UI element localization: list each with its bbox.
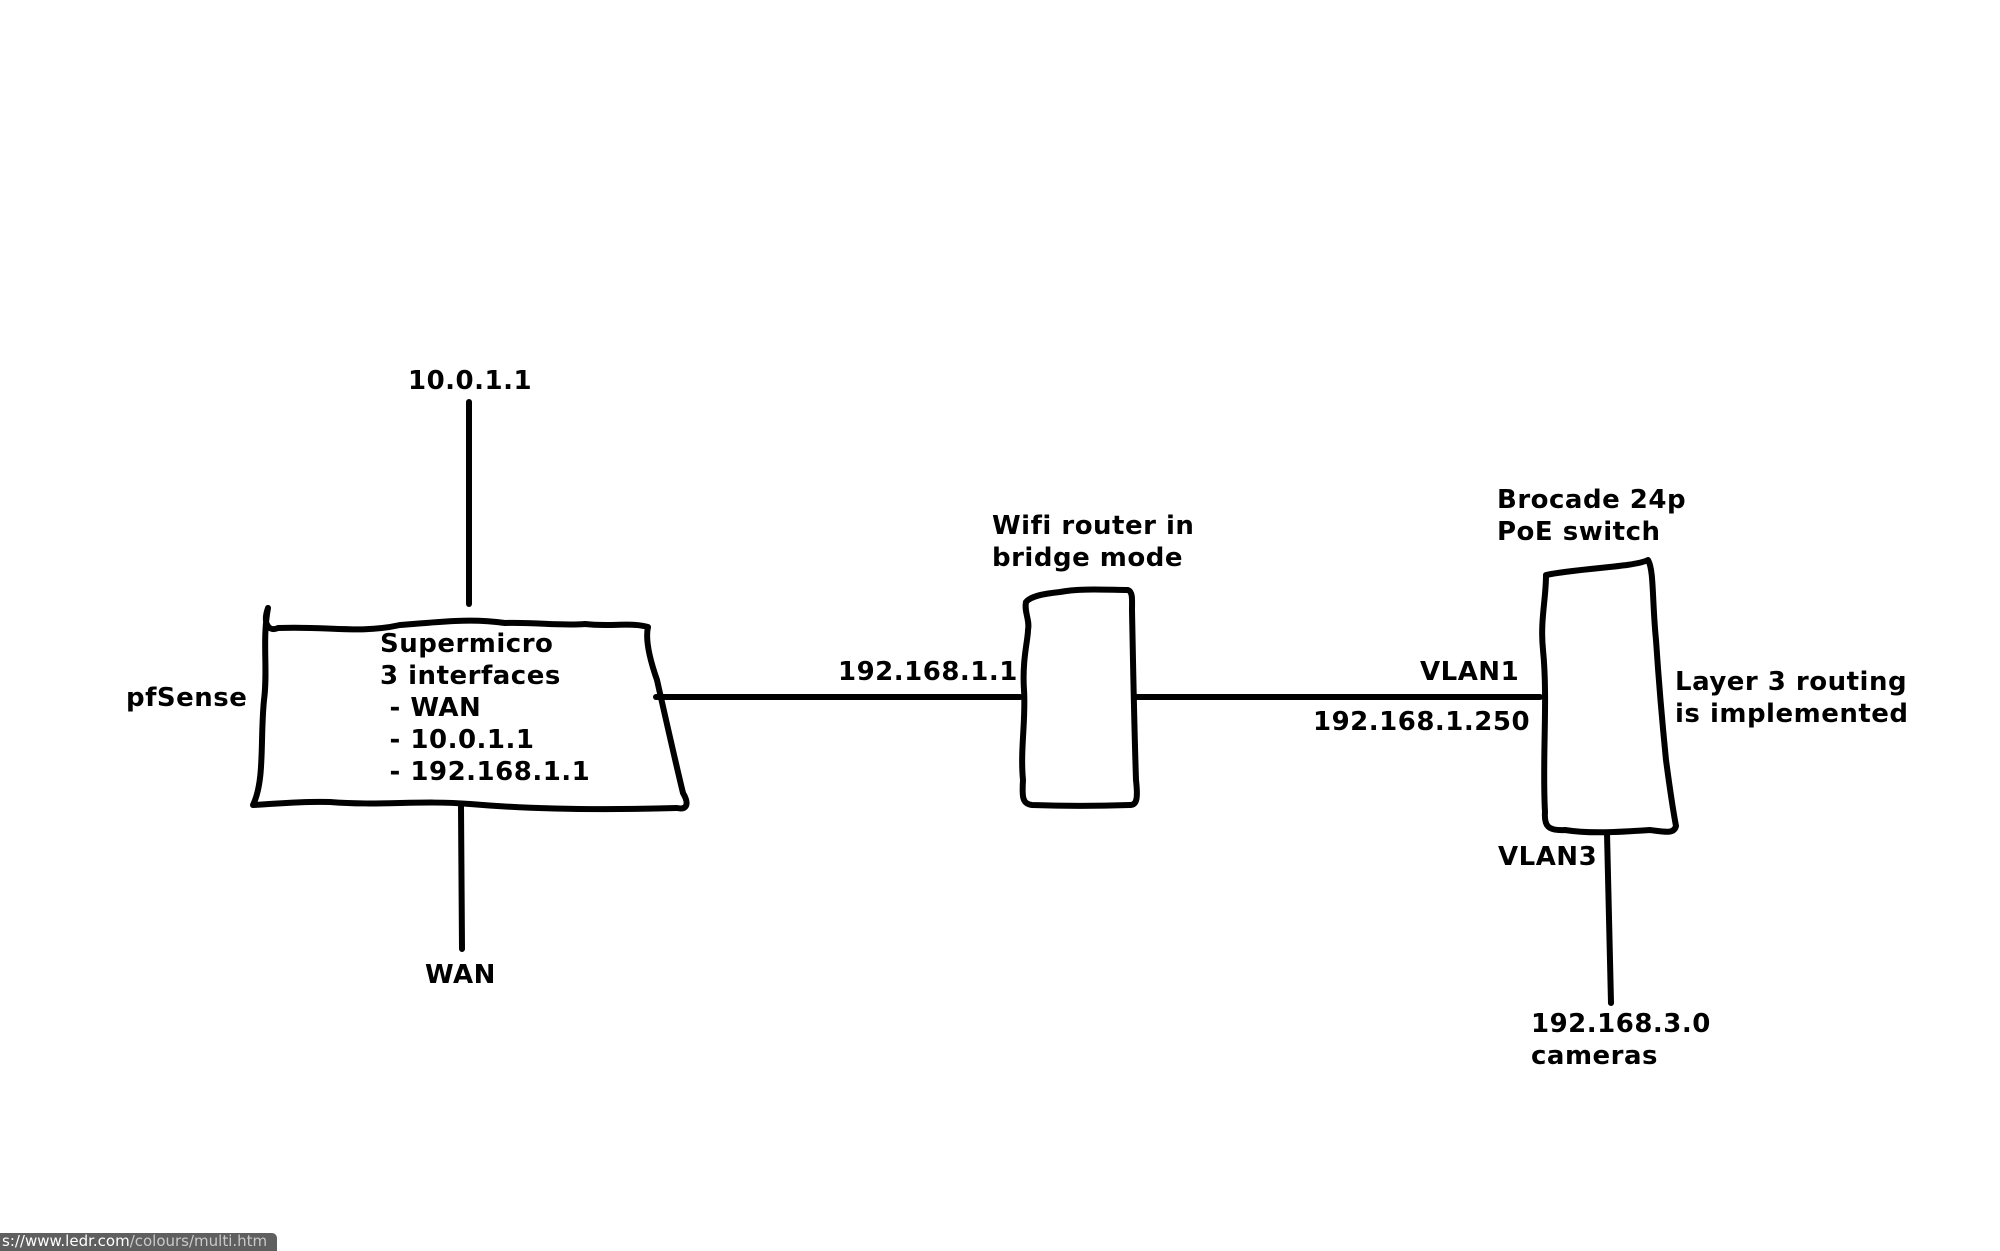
top-ip-label: 10.0.1.1 xyxy=(408,366,533,396)
status-url-prefix: s://www.ledr.com xyxy=(2,1232,130,1250)
wifi-router-label: Wifi router in bridge mode xyxy=(992,511,1195,573)
status-bar-url: s://www.ledr.com/colours/multi.htm xyxy=(0,1232,278,1251)
vlan1-label: VLAN1 xyxy=(1420,657,1520,687)
brocade-label: Brocade 24p PoE switch xyxy=(1497,485,1687,547)
supermicro-label: Supermicro 3 interfaces - WAN - 10.0.1.1… xyxy=(380,629,591,787)
wan-label: WAN xyxy=(425,960,496,990)
cameras-label: 192.168.3.0 cameras xyxy=(1531,1009,1711,1071)
link-ip-label: 192.168.1.1 xyxy=(838,657,1018,687)
pfsense-label: pfSense xyxy=(126,683,248,713)
wifi-router-box xyxy=(1019,586,1140,809)
vlan3-label: VLAN3 xyxy=(1498,842,1598,872)
brocade-switch-box xyxy=(1539,557,1679,836)
switch-ip-label: 192.168.1.250 xyxy=(1313,707,1531,737)
line-vlan3 xyxy=(1604,830,1614,1006)
status-url-suffix: /colours/multi.htm xyxy=(129,1232,268,1250)
layer3-label: Layer 3 routing is implemented xyxy=(1675,667,1909,729)
line-wan xyxy=(458,804,465,952)
pfsense-box xyxy=(250,605,690,813)
